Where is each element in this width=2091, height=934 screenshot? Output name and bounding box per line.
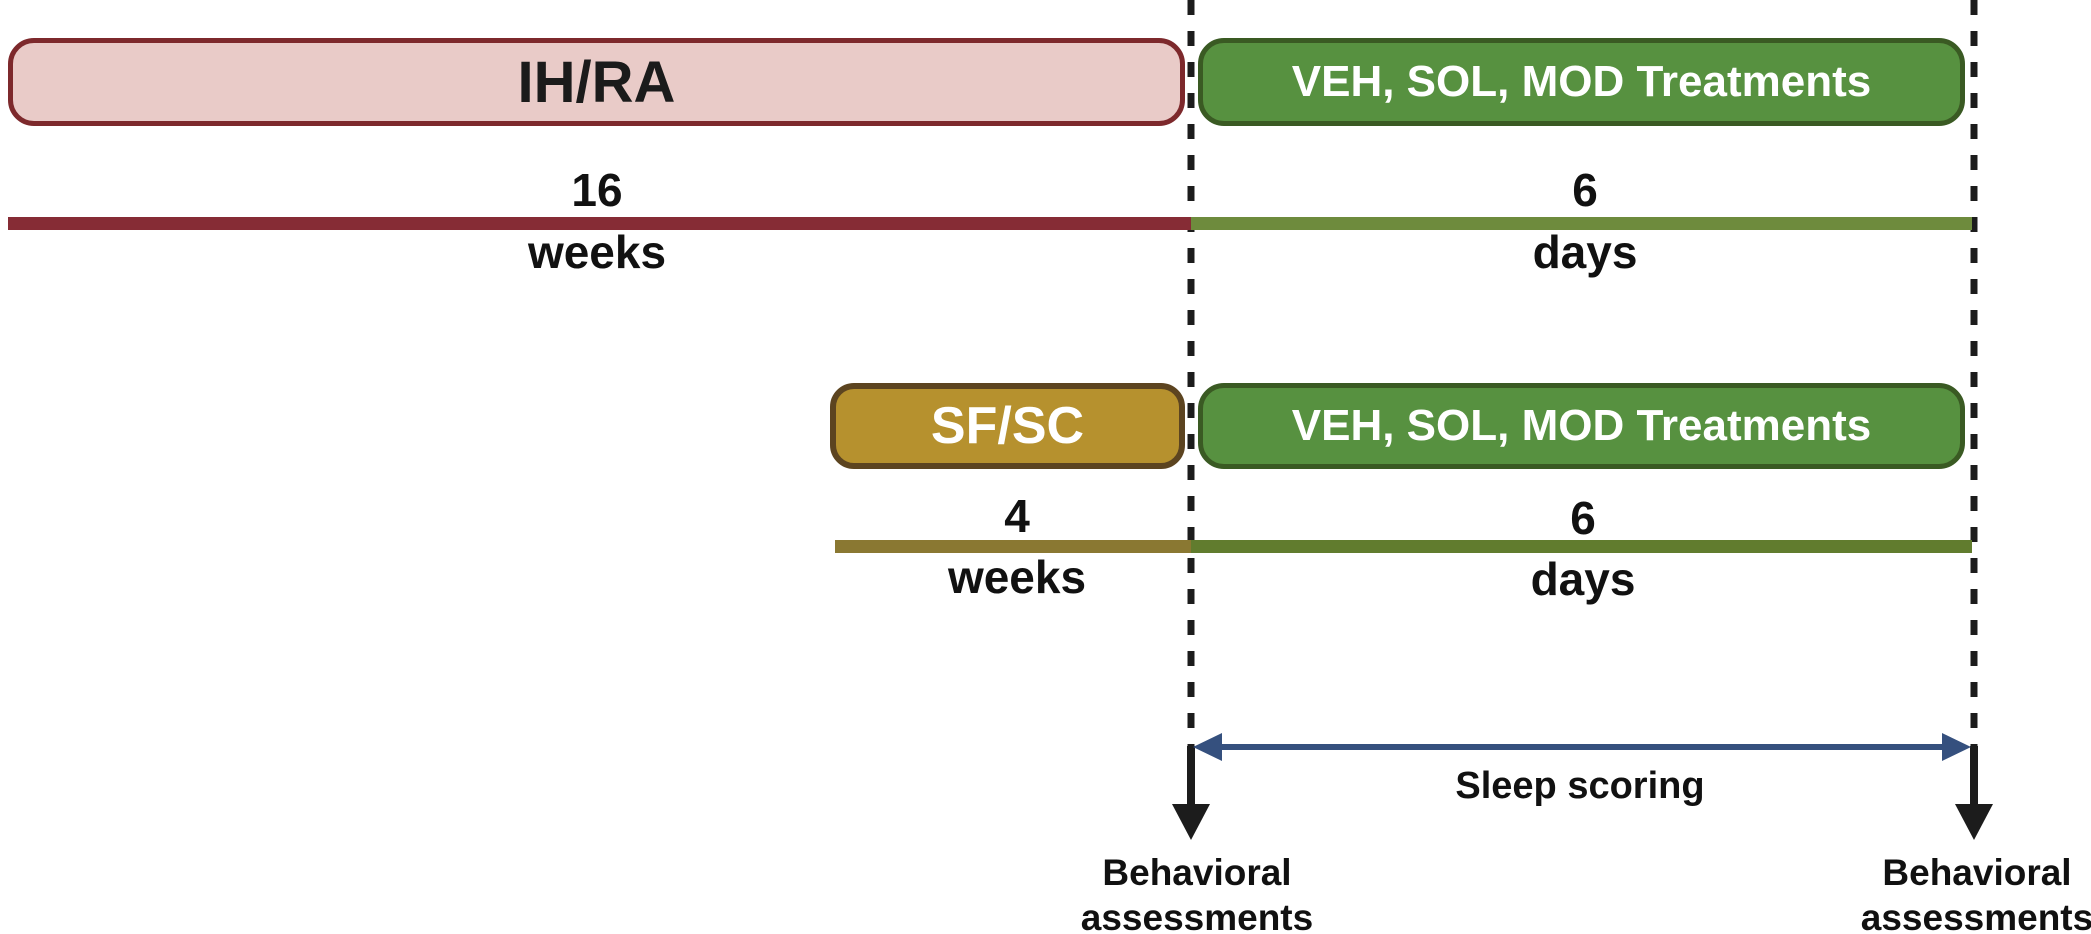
timeline-bar-sfsc: [835, 540, 1191, 553]
exposure-box-ihra-label: IH/RA: [517, 49, 676, 115]
duration-value-treatment-row1: 6: [1572, 164, 1598, 216]
duration-unit-treatment-row2: days: [1530, 553, 1636, 605]
treatment-box-row2: VEH, SOL, MOD Treatments: [1198, 383, 1965, 469]
duration-value-ihra: 16: [571, 164, 623, 216]
treatment-box-row1-label: VEH, SOL, MOD Treatments: [1291, 57, 1872, 106]
behavioral-assessments-label-left: Behavioral assessments: [1027, 850, 1367, 934]
behavioral-left-line1: Behavioral: [1102, 852, 1292, 893]
down-arrow-icon-left: [1172, 804, 1210, 840]
treatment-box-row2-label: VEH, SOL, MOD Treatments: [1291, 401, 1872, 450]
timeline-bar-ihra: [8, 217, 1191, 230]
behavioral-assessments-label-right: Behavioral assessments: [1807, 850, 2091, 934]
sleep-scoring-arrowhead-icon-right: [1942, 733, 1971, 761]
duration-value-treatment-row2: 6: [1570, 492, 1596, 544]
duration-unit-treatment-row1: days: [1532, 226, 1638, 278]
duration-value-sfsc: 4: [1004, 490, 1030, 542]
exposure-box-sfsc: SF/SC: [830, 383, 1185, 469]
sleep-scoring-label: Sleep scoring: [1455, 765, 1705, 807]
exposure-box-sfsc-label: SF/SC: [930, 397, 1085, 455]
duration-unit-ihra: weeks: [527, 226, 667, 278]
timeline-bar-treatment-row1: [1191, 217, 1972, 230]
duration-unit-sfsc: weeks: [947, 551, 1087, 603]
treatment-box-row1: VEH, SOL, MOD Treatments: [1198, 38, 1965, 126]
behavioral-right-line1: Behavioral: [1882, 852, 2072, 893]
behavioral-left-line2: assessments: [1080, 897, 1314, 934]
timeline-bar-treatment-row2: [1191, 540, 1972, 553]
down-arrow-icon-right: [1955, 804, 1993, 840]
exposure-box-ihra: IH/RA: [8, 38, 1185, 126]
behavioral-right-line2: assessments: [1860, 897, 2091, 934]
sleep-scoring-arrowhead-icon-left: [1193, 733, 1222, 761]
